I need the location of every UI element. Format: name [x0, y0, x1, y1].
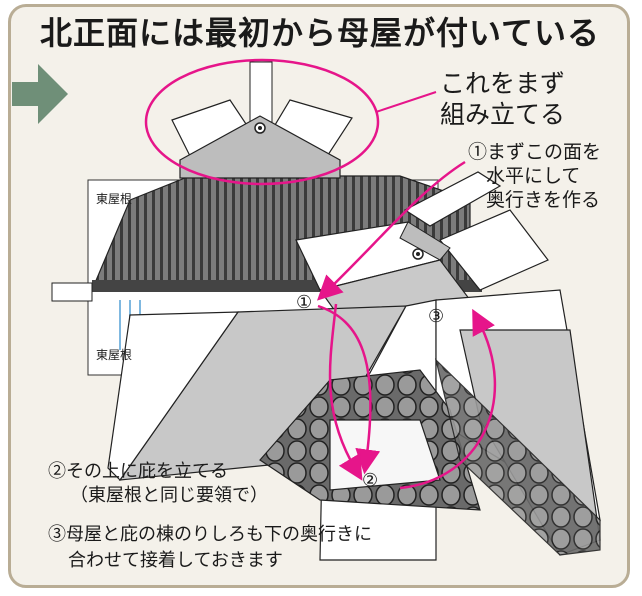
callout-step2-line2: （東屋根と同じ要領で） — [70, 485, 268, 506]
east-roof-label-bottom: 東屋根 — [96, 348, 133, 362]
main-roof-part — [171, 61, 353, 179]
callout-build-line2: 組み立てる — [440, 100, 566, 129]
step3-arrow — [399, 308, 497, 490]
step2-arrow-b — [328, 303, 363, 481]
east-roof-label-top: 東屋根 — [96, 192, 133, 206]
step1-arrow — [316, 160, 466, 301]
callout-step3-line2: 合わせて接着しておきます — [68, 550, 283, 571]
direction-arrow-icon — [12, 64, 68, 124]
leader-line-build — [375, 91, 437, 113]
callout-step3-line1: ③母屋と庇の棟のりしろも下の奥行きに — [48, 524, 372, 545]
marker-2: ② — [362, 470, 379, 491]
step2-arrow-a — [317, 304, 381, 475]
page-title: 北正面には最初から母屋が付いている — [40, 14, 601, 52]
callout-step3: ③母屋と庇の棟のりしろも下の奥行きに 合わせて接着しておきます — [48, 522, 372, 574]
callout-step2-line1: ②その上に庇を立てる — [48, 461, 228, 482]
callout-build-first: これをまず 組み立てる — [440, 68, 565, 130]
callout-step1: ①まずこの面を 水平にして 奥行きを作る — [468, 140, 601, 212]
highlight-ellipse — [144, 58, 380, 186]
marker-1: ① — [296, 292, 313, 313]
callout-step1-line1: ①まずこの面を — [468, 141, 602, 163]
marker-3: ③ — [428, 306, 445, 327]
foreground-assembly — [107, 171, 601, 561]
callout-step1-line2: 水平にして — [486, 165, 581, 187]
callout-step2: ②その上に庇を立てる （東屋根と同じ要領で） — [48, 460, 268, 508]
callout-step1-line3: 奥行きを作る — [486, 189, 601, 211]
callout-build-line1: これをまず — [440, 69, 566, 98]
